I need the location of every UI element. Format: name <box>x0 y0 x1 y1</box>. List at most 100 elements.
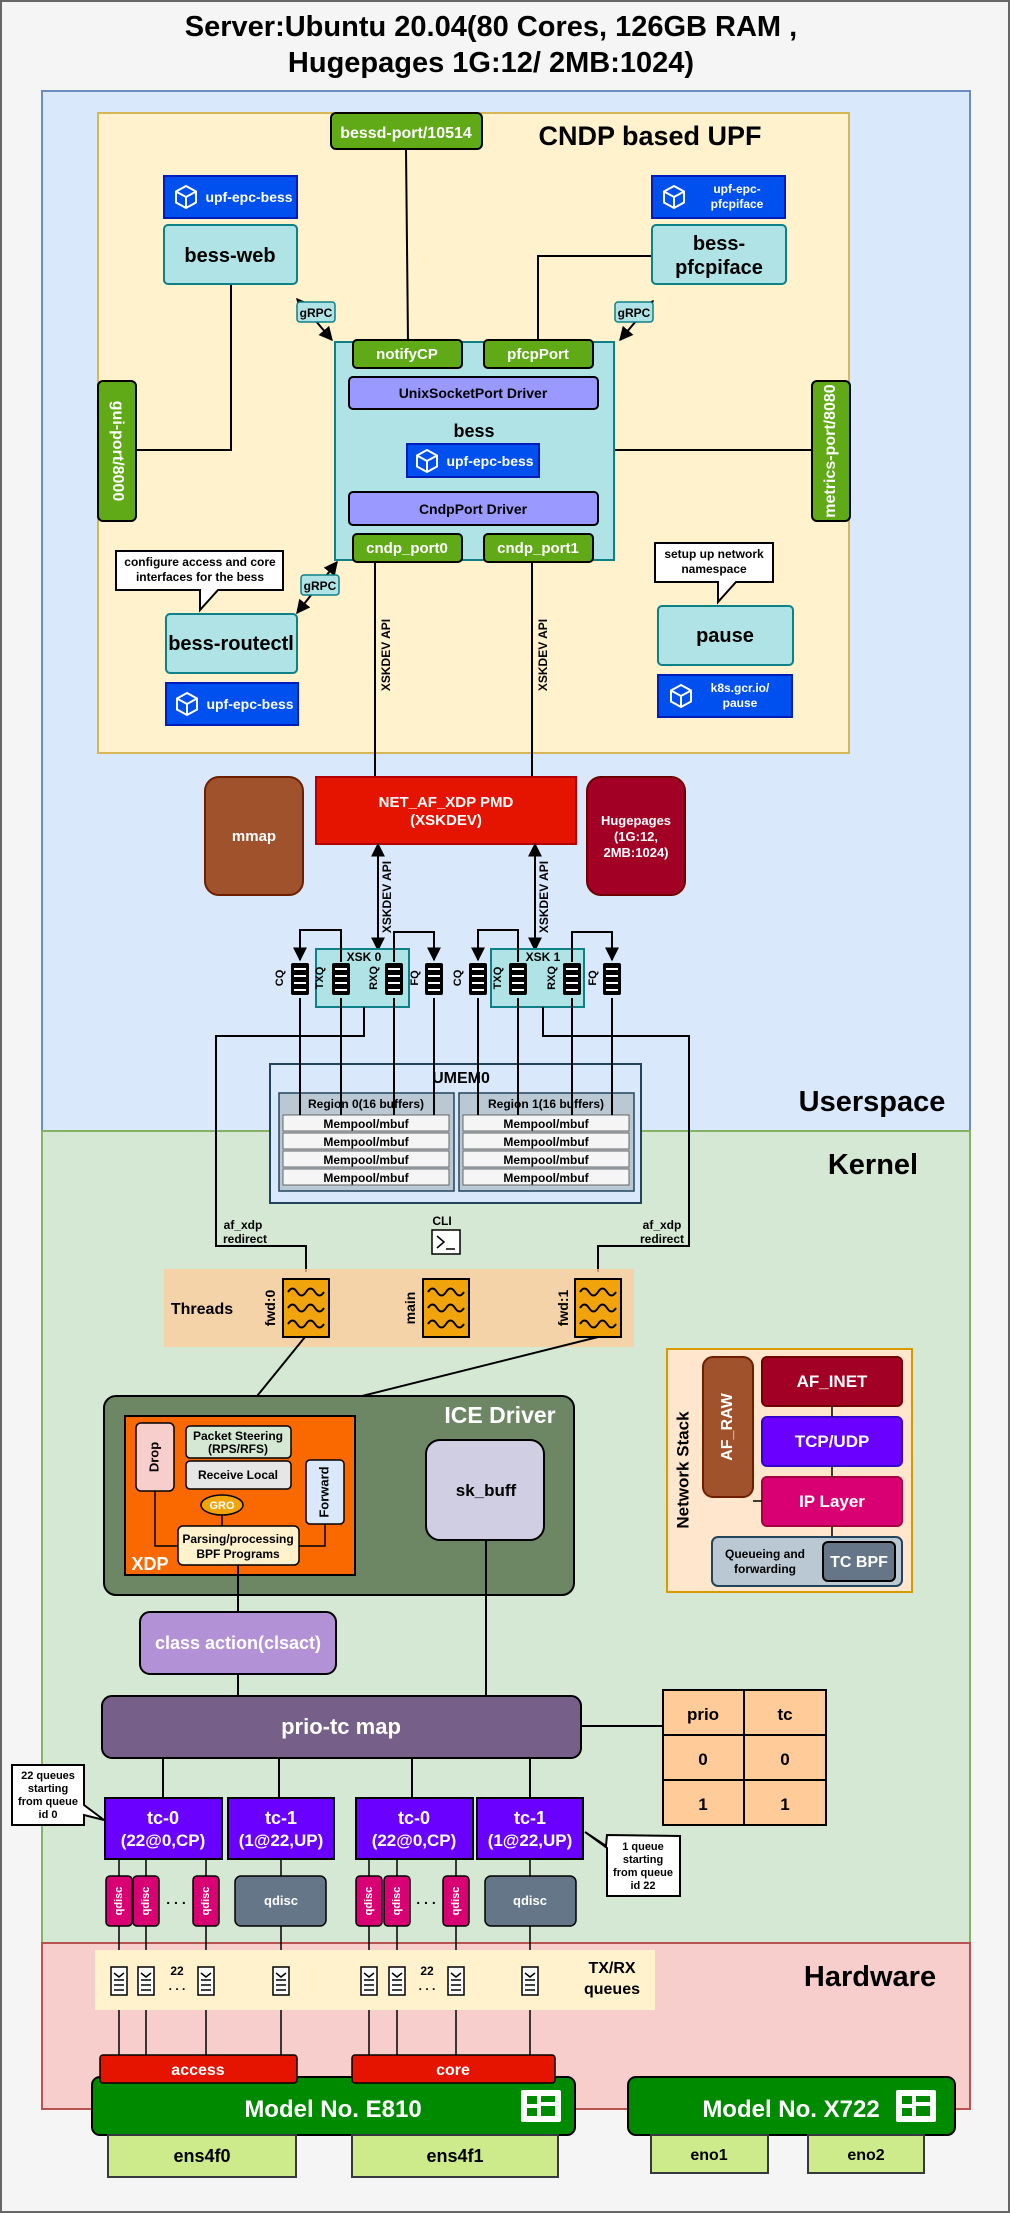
cli-label: CLI <box>432 1214 451 1228</box>
xskdev-api-label: XSKDEV API <box>380 861 394 933</box>
grpc-label: gRPC <box>300 306 333 320</box>
tc1-sub: (1@22,UP) <box>488 1831 573 1850</box>
fq-label: FQ <box>409 970 421 986</box>
queue-count: 22 <box>170 1964 184 1978</box>
grpc-label: gRPC <box>618 306 651 320</box>
core-label: core <box>436 2062 470 2079</box>
xdp-label: XDP <box>131 1554 168 1574</box>
qdisc-label: qdisc <box>450 1887 462 1916</box>
qdisc-ellipsis: . . . <box>416 1891 435 1907</box>
ens4f0-interface <box>107 2134 297 2178</box>
qdisc-label: qdisc <box>113 1887 125 1916</box>
prio-tc-table <box>662 1689 827 1826</box>
fq-ring <box>424 962 444 996</box>
fwd0-thread-icon <box>282 1278 330 1338</box>
queue-icon <box>272 1966 290 1996</box>
fwd1-thread-icon <box>574 1278 622 1338</box>
bess-label: bess <box>453 421 494 441</box>
tc1-core <box>476 1797 584 1860</box>
qdisc-label: qdisc <box>513 1893 547 1908</box>
note-left-line2: starting <box>28 1783 68 1795</box>
xskdev-api-label: XSKDEV API <box>536 619 550 691</box>
bess-pfcpiface-line2: pfcpiface <box>675 257 763 279</box>
bess-pfcpiface-line1: bess- <box>693 233 745 255</box>
forward-label: Forward <box>316 1466 331 1517</box>
cq-ring <box>468 962 488 996</box>
note-right <box>584 1831 681 1897</box>
access-port <box>99 2054 298 2084</box>
main-thread-icon <box>422 1278 470 1338</box>
threads-band <box>164 1269 634 1347</box>
qdisc-row <box>105 1875 577 1927</box>
pause-label: pause <box>696 625 754 647</box>
table-cell: 0 <box>698 1750 707 1769</box>
table-header-tc: tc <box>777 1705 792 1724</box>
tc1-sub: (1@22,UP) <box>239 1831 324 1850</box>
bess-web <box>163 224 298 285</box>
clsact-box <box>139 1611 337 1675</box>
tc-bpf-box <box>822 1541 896 1582</box>
network-card-icon <box>896 2090 936 2122</box>
mempool-label: Mempool/mbuf <box>323 1171 409 1185</box>
queue-icon <box>360 1966 378 1996</box>
tc0-label: tc-0 <box>398 1808 430 1828</box>
pfcp-port <box>483 339 594 369</box>
hugepages-line3: 2MB:1024) <box>603 845 668 860</box>
main-label: main <box>402 1292 418 1325</box>
tc0-core <box>355 1797 474 1860</box>
pmd-line2: (XSKDEV) <box>410 812 482 829</box>
threads-label: Threads <box>171 1301 233 1318</box>
xskdev-api-label: XSKDEV API <box>537 861 551 933</box>
table-cell: 0 <box>780 1750 789 1769</box>
steering-line1: Packet Steering <box>193 1429 283 1443</box>
pfcp-port-label: pfcpPort <box>507 346 569 363</box>
mmap-box <box>204 776 304 896</box>
note-right-line1: 1 queue <box>622 1841 664 1853</box>
cq-ring <box>290 962 310 996</box>
prio-tc-map-label: prio-tc map <box>281 1714 401 1739</box>
region0-mempools <box>282 1114 450 1186</box>
mempool-label: Mempool/mbuf <box>323 1153 409 1167</box>
queues-line2: queues <box>584 1981 640 1998</box>
queue-icon <box>447 1966 465 1996</box>
access-label: access <box>171 2062 224 2079</box>
pause-image-line1: k8s.gcr.io/ <box>711 681 770 695</box>
qdisc-label: qdisc <box>363 1887 375 1916</box>
txq-ring <box>508 962 528 996</box>
qdisc-label: qdisc <box>391 1887 403 1916</box>
queue-icon <box>110 1966 128 1996</box>
cndp-port0 <box>352 533 463 563</box>
rxq-ring <box>562 962 582 996</box>
redirect-right-line1: af_xdp <box>643 1218 682 1232</box>
nic-x722-label: Model No. X722 <box>702 2096 879 2123</box>
pause-note-line1: setup up network <box>664 547 764 561</box>
redirect-left-line2: redirect <box>223 1232 267 1246</box>
hugepages-line2: (1G:12, <box>614 829 658 844</box>
xskdev-api-label: XSKDEV API <box>379 619 393 691</box>
network-card-icon <box>521 2090 561 2122</box>
note-right-line2: starting <box>623 1854 663 1866</box>
note-left-line3: from queue <box>18 1796 78 1808</box>
queueing-line2: forwarding <box>734 1562 796 1576</box>
queue-icon <box>137 1966 155 1996</box>
receive-local-box <box>185 1460 292 1490</box>
xsk1-label: XSK 1 <box>526 950 561 964</box>
userspace-label: Userspace <box>799 1086 946 1118</box>
bess-web-label: bess-web <box>184 245 275 267</box>
cndp-port-driver-label: CndpPort Driver <box>419 501 528 517</box>
tc-bpf-label: TC BPF <box>830 1554 888 1571</box>
cq-label: CQ <box>274 969 286 986</box>
xsk0-label: XSK 0 <box>347 950 382 964</box>
eno1-interface <box>650 2134 769 2174</box>
fq-label: FQ <box>587 970 599 986</box>
nic-e810-label: Model No. E810 <box>244 2096 421 2123</box>
routectl-note-line1: configure access and core <box>124 555 276 569</box>
queue-icon <box>388 1966 406 1996</box>
bess-routectl <box>165 613 298 674</box>
note-right-line4: id 22 <box>630 1880 655 1892</box>
grpc-badge-routectl <box>300 574 340 596</box>
mempool-label: Mempool/mbuf <box>503 1153 589 1167</box>
cndp-port-driver <box>348 491 599 526</box>
tc0-sub: (22@0,CP) <box>372 1831 457 1850</box>
tc1-label: tc-1 <box>265 1808 297 1828</box>
